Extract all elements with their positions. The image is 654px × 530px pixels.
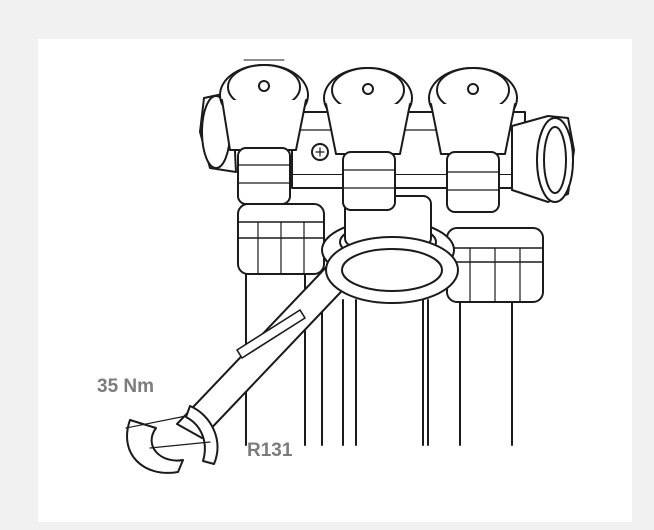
part-code-label: R131 (247, 440, 293, 461)
pipes (245, 269, 513, 446)
wrench (125, 236, 459, 474)
valve-left (219, 59, 309, 205)
side-outlet (511, 115, 575, 203)
valve-center (323, 67, 413, 211)
left-side-cap (199, 91, 237, 173)
left-compression-fitting (237, 203, 325, 275)
valve-right (428, 67, 518, 213)
torque-label: 35 Nm (97, 376, 155, 397)
right-compression-fitting (446, 227, 544, 303)
